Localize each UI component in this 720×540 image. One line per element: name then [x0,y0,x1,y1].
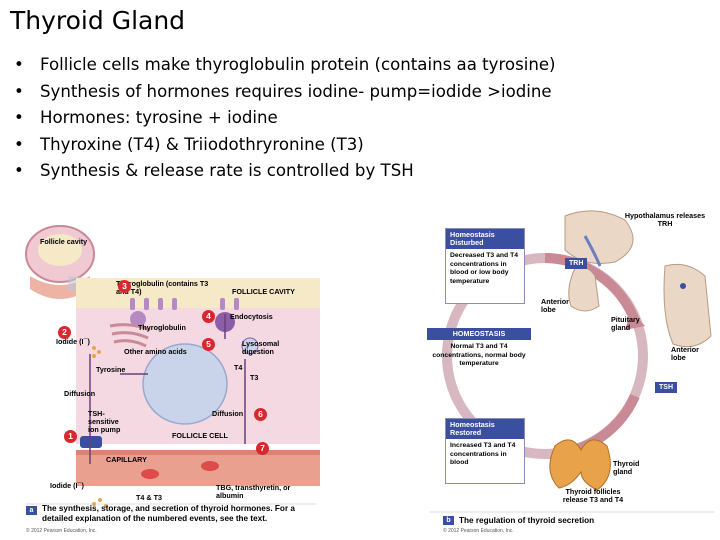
thyroglobulin-label: Thyroglobulin [138,323,186,332]
bullet-text: Hormones: tyrosine + iodine [40,108,278,127]
step-3-badge: 3 [118,280,131,293]
trh-tag: TRH [565,258,588,269]
homeostasis-disturbed-text: Decreased T3 and T4 concentrations in bl… [450,252,518,285]
bullet-list: • Follicle cells make thyroglobulin prote… [14,52,556,185]
follicle-cell-label: FOLLICLE CELL [172,431,228,440]
bullet-item: • Synthesis & release rate is controlled … [14,158,556,185]
iodide-bottom-label: Iodide (I¯) [50,481,84,490]
other-amino-acids-label: Other amino acids [124,347,187,356]
figure-b-caption: The regulation of thyroid secretion [459,516,595,525]
bullet-dot: • [14,161,24,180]
step-5-badge: 5 [202,338,215,351]
homeostasis-box: HOMEOSTASIS Normal T3 and T4 concentrati… [427,328,531,384]
homeostasis-restored-box: Homeostasis Restored Increased T3 and T4… [445,418,525,484]
thyroglobulin-contains-label: Thyroglobulin (contains T3 and T4) [116,279,209,296]
panel-b-letter: b [443,516,454,525]
synthesis-illustration [25,225,320,508]
bullet-dot: • [14,108,24,127]
anterior-lobe-label-1: Anterior lobe [541,297,569,314]
pituitary-gland-label: Pituitary gland [611,315,640,332]
tsh-ion-pump-label: TSH-sensitive ion pump [88,409,121,434]
bullet-item: • Synthesis of hormones requires iodine- … [14,79,556,106]
bullet-text: Follicle cells make thyroglobulin protei… [40,55,556,74]
tyrosine-label: Tyrosine [96,365,126,374]
step-6-badge: 6 [254,408,267,421]
lysosomal-digestion-label: Lysosomal digestion [242,339,280,356]
slide-title: Thyroid Gland [10,6,186,35]
bullet-dot: • [14,55,24,74]
thyroid-follicles-label: Thyroid follicles release T3 and T4 [562,487,624,504]
t4-label: T4 [234,363,243,372]
diffusion-right-label: Diffusion [212,409,244,418]
bullet-text: Synthesis & release rate is controlled b… [40,161,414,180]
bullet-item: • Thyroxine (T4) & Triiodothryronine (T3) [14,132,556,159]
figure-a-copyright: © 2012 Pearson Education, Inc. [26,528,97,534]
step-1-badge: 1 [64,430,77,443]
bullet-item: • Follicle cells make thyroglobulin prote… [14,52,556,79]
figure-thyroid-synthesis: Follicle cavity FOLLICLE CAVITY Thyroglo… [20,214,322,534]
follicle-cavity-label: FOLLICLE CAVITY [232,287,295,296]
homeostasis-restored-text: Increased T3 and T4 concentrations in bl… [450,442,516,466]
t4-t3-label: T4 & T3 [136,493,162,502]
t3-label: T3 [250,373,259,382]
bullet-text: Thyroxine (T4) & Triiodothryronine (T3) [40,134,364,154]
tbg-label: TBG, transthyretin, or albumin [216,483,291,500]
thyroid-gland-label: Thyroid gland [613,459,640,476]
panel-a-letter: a [26,506,37,515]
homeostasis-restored-title: Homeostasis Restored [446,419,524,439]
iodide-label: Iodide (I¯) [56,337,90,346]
figure-b-copyright: © 2012 Pearson Education, Inc. [443,528,514,534]
homeostasis-text: Normal T3 and T4 concentrations, normal … [432,343,526,367]
bullet-item: • Hormones: tyrosine + iodine [14,105,556,132]
bullet-dot: • [14,134,24,154]
capillary-label: CAPILLARY [106,455,147,464]
homeostasis-title: HOMEOSTASIS [427,328,531,340]
step-2-badge: 2 [58,326,71,339]
anterior-lobe-label-2: Anterior lobe [671,345,699,362]
homeostasis-disturbed-title: Homeostasis Disturbed [446,229,524,249]
endocytosis-label: Endocytosis [230,312,273,321]
regulation-illustration [429,210,715,513]
figure-a-caption: The synthesis, storage, and secretion of… [42,504,295,523]
tsh-tag: TSH [655,382,677,393]
step-4-badge: 4 [202,310,215,323]
hypothalamus-label: Hypothalamus releases TRH [624,211,706,228]
diffusion-left-label: Diffusion [64,389,96,398]
bullet-text: Synthesis of hormones requires iodine- p… [40,81,552,101]
follicle-cavity-inset-label: Follicle cavity [40,237,88,246]
figure-thyroid-regulation: Hypothalamus releases TRH Homeostasis Di… [425,206,717,536]
homeostasis-disturbed-box: Homeostasis Disturbed Decreased T3 and T… [445,228,525,304]
bullet-dot: • [14,81,24,101]
step-7-badge: 7 [256,442,269,455]
